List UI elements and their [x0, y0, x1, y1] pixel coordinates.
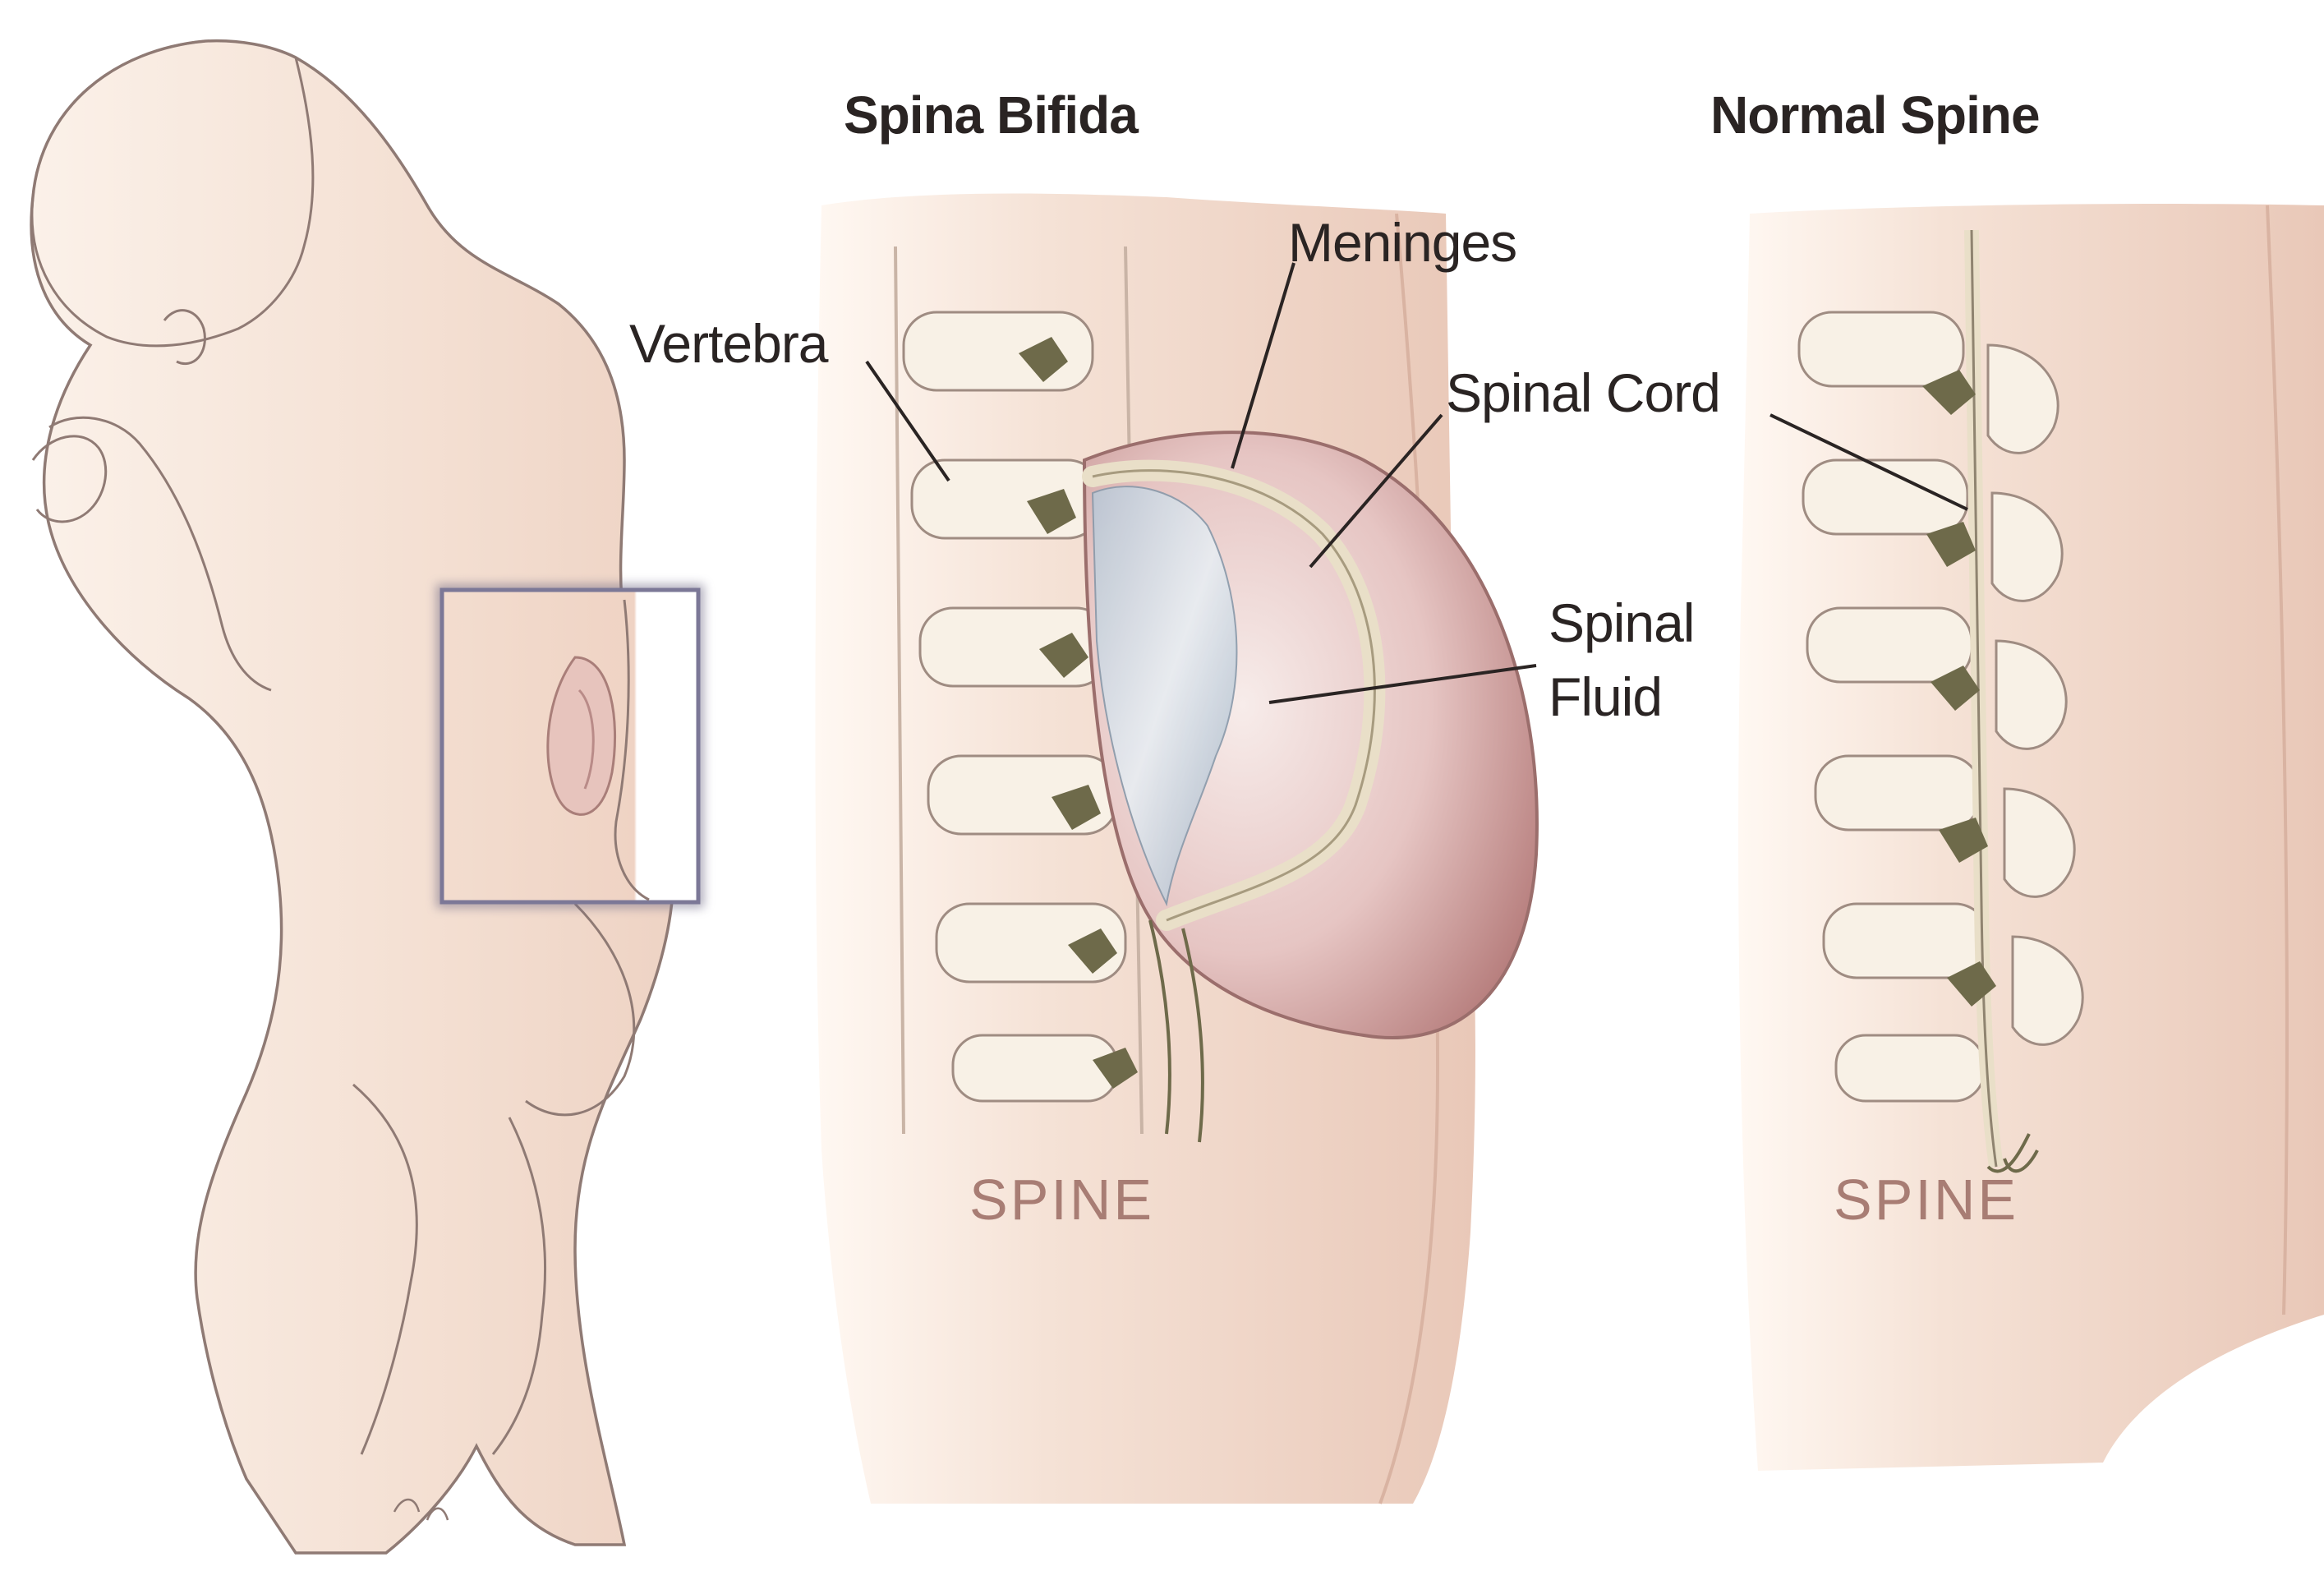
zoom-highlight-box [442, 590, 698, 902]
vertebra-label: Vertebra [629, 316, 828, 371]
spine-label-left: SPINE [969, 1171, 1154, 1228]
spina-bifida-panel [816, 194, 1537, 1504]
spinal-fluid-label-line1: Spinal [1549, 596, 1694, 650]
meninges-label: Meninges [1288, 215, 1516, 270]
spinal-fluid-label-line2: Fluid [1549, 670, 1662, 724]
spina-bifida-title: Spina Bifida [844, 89, 1138, 141]
spine-label-right: SPINE [1834, 1171, 2018, 1228]
spinal-cord-label: Spinal Cord [1446, 366, 1720, 420]
normal-spine-title: Normal Spine [1710, 89, 2040, 141]
normal-spine-panel [1738, 204, 2324, 1471]
